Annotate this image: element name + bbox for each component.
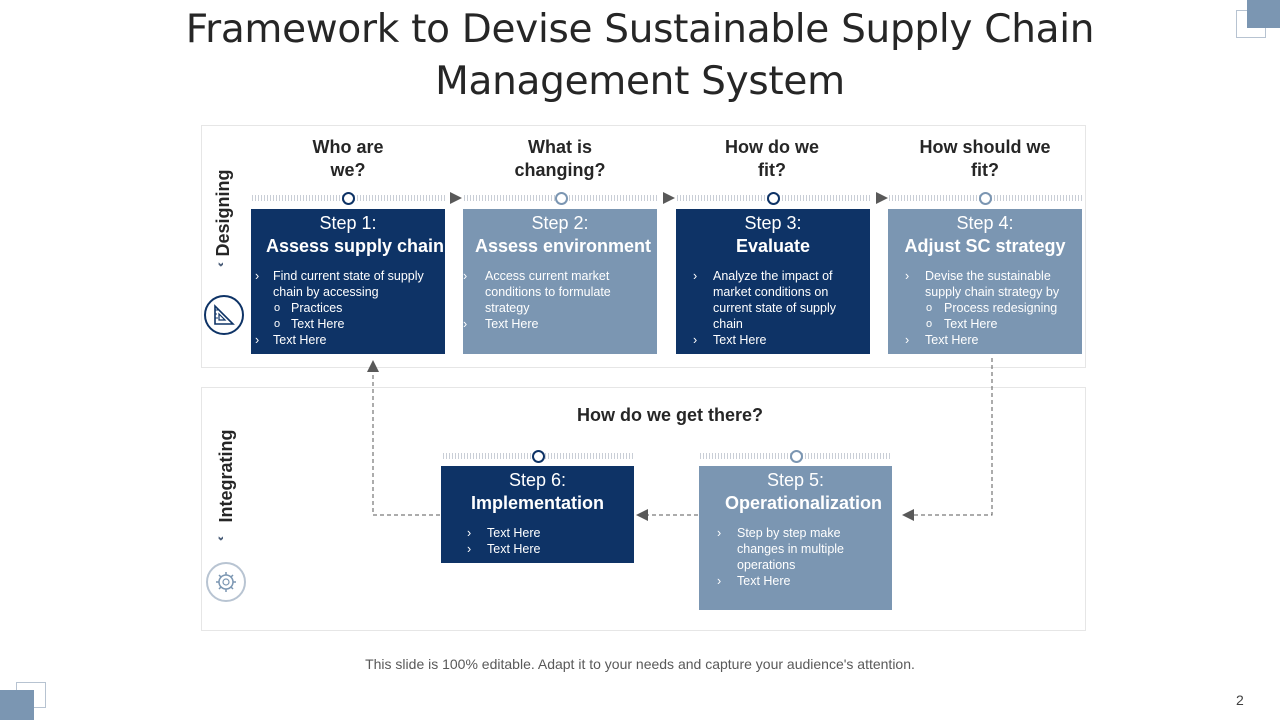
bullet-icon: › [717,574,722,588]
slide-title: Framework to Devise Sustainable Supply C… [0,4,1280,108]
step-4-bullet-2: Text Here [925,333,979,347]
step-3-bullet-1: Analyze the impact of market conditions … [713,269,836,331]
sub-bullet-icon: o [274,318,281,330]
timeline-node-5 [790,450,803,463]
step-4-sub-1: Process redesigning [944,301,1058,315]
bullet-icon: › [467,526,472,540]
step-6-bullet-2: Text Here [487,542,541,556]
bullet-icon: › [255,269,260,283]
step-6-title: Implementation [470,493,604,513]
sub-bullet-icon: o [926,318,933,330]
footer-note: This slide is 100% editable. Adapt it to… [365,656,915,672]
bullet-icon: › [255,333,260,347]
step-3-card: Step 3: Evaluate › Analyze the impact of … [676,209,870,354]
step-3-number: Step 3: [744,213,802,233]
sub-bullet-icon: o [926,302,933,314]
connector-step6-to-step1 [372,372,440,516]
step-4-card: Step 4: Adjust SC strategy › Devise the s… [888,209,1082,354]
timeline-node-6 [532,450,545,463]
step-1-bullet-1: Find current state of supply chain by ac… [273,269,424,299]
step-1-bullet-2: Text Here [273,333,327,347]
step-2-bullet-1: Access current market conditions to form… [485,269,611,315]
bullet-icon: › [717,526,722,540]
step-1-card: Step 1: Assess supply chain › Find curren… [251,209,445,354]
step-1-sub-1: Practices [291,301,343,315]
connector-step4-to-step5 [914,358,993,516]
arrow-step1-to-step2 [450,192,462,204]
ruler-triangle-icon [204,295,244,335]
sub-bullet-icon: o [274,302,281,314]
arrow-step2-to-step3 [663,192,675,204]
step-4-title: Adjust SC strategy [904,236,1066,256]
step-5-title: Operationalization [724,493,883,513]
step-2-title: Assess environment [474,236,652,256]
step-5-bullet-1: Step by step make changes in multiple op… [737,526,845,572]
integrating-panel [201,387,1086,631]
step-2-bullet-2: Text Here [485,317,539,331]
bullet-icon: › [905,269,910,283]
question-how-do-we-get-there: How do we get there? [576,405,763,425]
step-1-title: Assess supply chain [265,236,445,256]
step-4-bullet-1: Devise the sustainable supply chain stra… [925,269,1060,299]
timeline-node-3 [767,192,780,205]
bullet-icon: › [905,333,910,347]
step-6-number: Step 6: [508,470,567,490]
page-number: 2 [1236,692,1244,708]
gear-process-icon [206,562,246,602]
bullet-icon: › [693,333,698,347]
step-5-bullet-2: Text Here [737,574,791,588]
step-6-bullet-1: Text Here [487,526,541,540]
step-5-number: Step 5: [766,470,825,490]
slide-title-line-2: Management System [435,59,845,104]
arrow-into-step6 [636,509,648,521]
bullet-icon: › [463,269,468,283]
step-2-card: Step 2: Assess environment › Access curre… [463,209,657,354]
timeline-node-2 [555,192,568,205]
step-4-number: Step 4: [956,213,1014,233]
step-3-title: Evaluate [735,236,811,256]
arrow-step3-to-step4 [876,192,888,204]
bullet-icon: › [463,317,468,331]
step-4-sub-2: Text Here [944,317,998,331]
question-how-should-we-fit: How should we fit? [919,137,1051,180]
step-5-card: Step 5: Operationalization › Step by step… [699,466,892,610]
question-who-are-we: Who are we? [312,137,384,180]
step-1-sub-2: Text Here [291,317,345,331]
step-3-bullet-2: Text Here [713,333,767,347]
corner-decoration-bottom-left-fill [0,690,34,720]
corner-decoration-top-right-fill [1247,0,1280,28]
bullet-icon: › [693,269,698,283]
arrow-into-step5 [902,509,914,521]
slide-title-line-1: Framework to Devise Sustainable Supply C… [185,7,1095,52]
step-6-card: Step 6: Implementation › Text Here › Text … [441,466,634,563]
step-1-number: Step 1: [319,213,377,233]
step-2-number: Step 2: [531,213,589,233]
timeline-node-4 [979,192,992,205]
question-how-do-we-fit: How do we fit? [725,137,819,180]
timeline-node-1 [342,192,355,205]
arrow-into-step1 [367,360,379,372]
bullet-icon: › [467,542,472,556]
question-what-is-changing: What is changing? [514,137,606,180]
